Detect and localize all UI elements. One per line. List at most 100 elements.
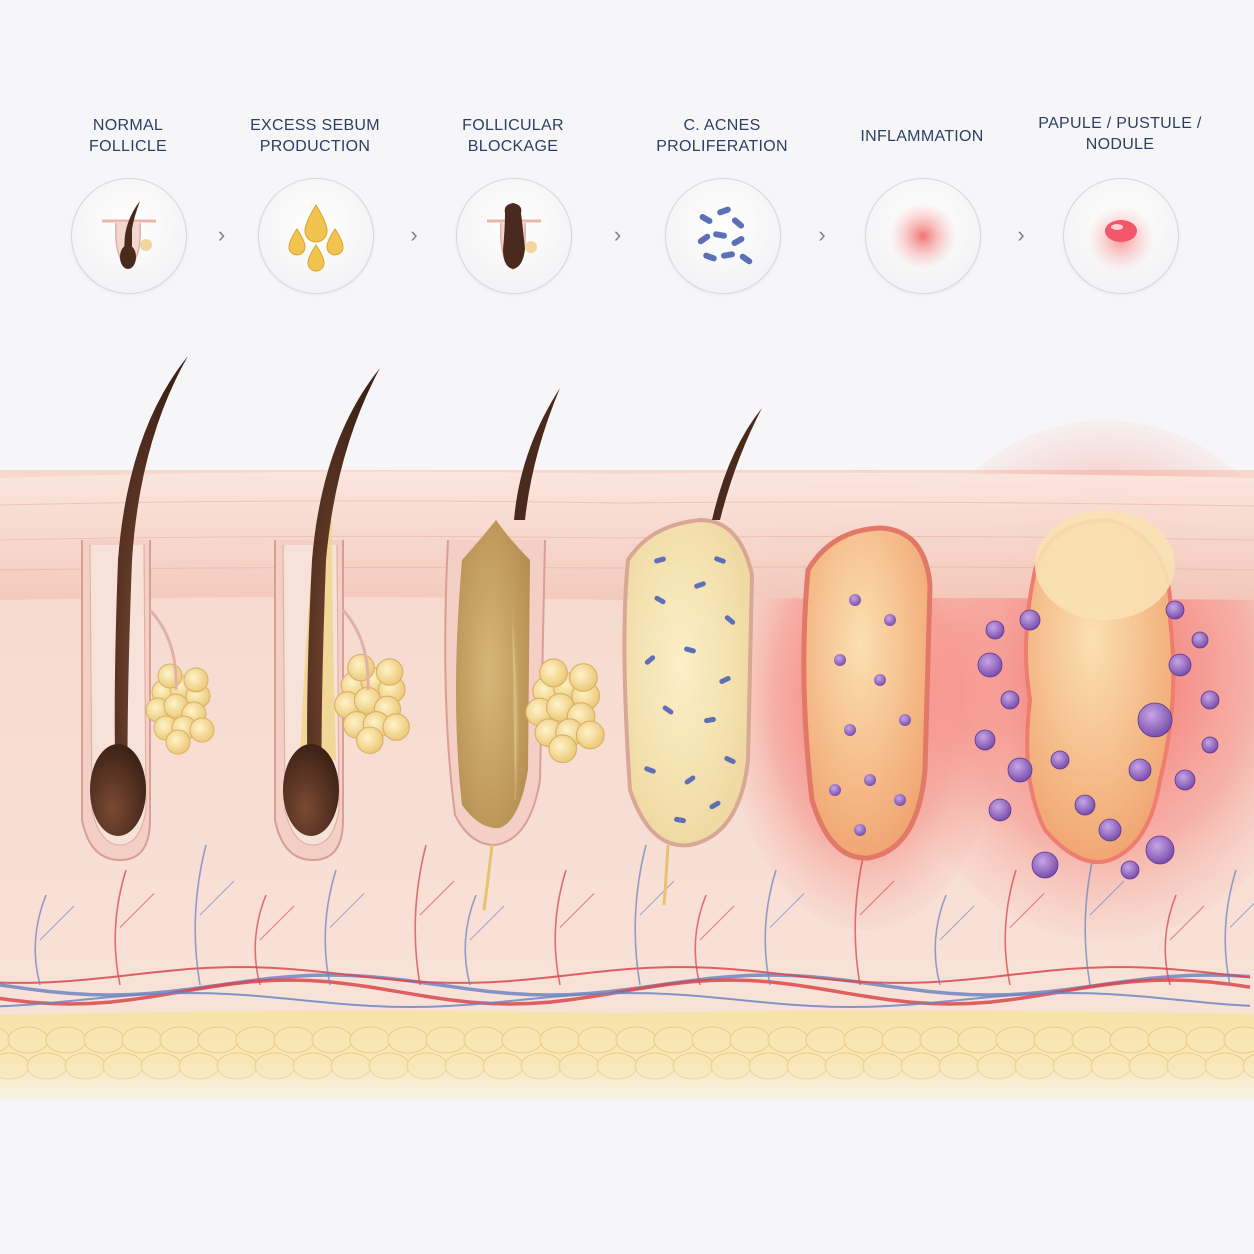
immune-cells-inside: [829, 594, 911, 836]
immune-cell: [1074, 794, 1096, 816]
blood-vessels: [0, 844, 1254, 1009]
capillary: [939, 905, 975, 941]
capillary: [854, 844, 867, 986]
immune-cell: [1200, 690, 1220, 710]
stage-label-lesion: PAPULE / PUSTULE /NODULE: [1025, 113, 1215, 155]
immune-cell: [829, 784, 841, 796]
fat-cell: [197, 1026, 239, 1054]
hair-bulb: [90, 744, 146, 836]
sebocyte: [548, 734, 578, 764]
blocked-follicle: [444, 388, 605, 911]
sebaceous-gland-enlarged: [525, 658, 605, 764]
vessel: [0, 966, 1251, 984]
sebocyte: [375, 658, 404, 686]
capillary: [199, 880, 235, 916]
fat-cell: [1071, 1026, 1113, 1054]
bacterium: [654, 595, 666, 605]
fat-cell: [577, 1026, 619, 1054]
capillary: [414, 844, 427, 986]
stage-label-line: NODULE: [1085, 136, 1155, 153]
fat-cell: [1109, 1026, 1151, 1054]
sebocyte: [183, 667, 209, 693]
sebocyte: [347, 653, 375, 682]
bacteria-cluster: [644, 556, 736, 824]
fat-cell: [273, 1026, 315, 1054]
fat-cell: [121, 1026, 163, 1054]
bacterium: [694, 581, 706, 589]
bacterium: [644, 655, 656, 665]
bacterium: [704, 716, 716, 724]
sebocyte: [189, 717, 215, 743]
immune-cell: [1128, 758, 1152, 782]
hair-shaft: [514, 388, 560, 520]
sebocyte: [575, 720, 605, 750]
hair-follicle-icon: [71, 178, 187, 294]
bacterium: [684, 646, 696, 654]
fat-cell: [387, 1026, 429, 1054]
immune-cell: [874, 674, 886, 686]
fat-cell: [463, 1026, 505, 1054]
capillary: [639, 880, 675, 916]
capillary: [254, 894, 267, 986]
stage-label-bacteria: C. ACNES PROLIFERATION: [627, 115, 817, 157]
immune-cell: [1050, 750, 1070, 770]
fat-cell: [615, 1026, 657, 1054]
fat-cell: [1185, 1026, 1227, 1054]
stage-label-line: NORMAL: [92, 117, 164, 134]
fat-cell: [425, 1026, 467, 1054]
stage-label-line: FOLLICULAR: [462, 117, 564, 134]
immune-cell: [1137, 702, 1173, 738]
capillary: [699, 905, 735, 941]
capillary: [194, 844, 207, 986]
immune-cell: [864, 774, 876, 786]
bottom-fade: [0, 1060, 1254, 1130]
excess-sebum-follicle: [274, 368, 410, 862]
stage-label-line: PRODUCTION: [259, 138, 371, 155]
capillary: [1004, 869, 1017, 986]
fat-cell: [729, 1026, 771, 1054]
bacterium: [684, 775, 696, 785]
fat-cell: [349, 1026, 391, 1054]
hair-shaft: [712, 408, 762, 520]
stage-label-inflammation: INFLAMMATION: [827, 126, 1017, 147]
immune-cell: [854, 824, 866, 836]
fat-cell: [83, 1026, 125, 1054]
capillary: [114, 869, 127, 986]
pus-dome: [1035, 510, 1175, 620]
fat-cell: [881, 1026, 923, 1054]
stage-label-line: INFLAMMATION: [860, 128, 984, 145]
immune-cell: [899, 714, 911, 726]
fat-cell: [691, 1026, 733, 1054]
immune-cell: [1000, 690, 1020, 710]
sebocyte: [165, 729, 191, 755]
immune-cell: [1031, 851, 1059, 879]
hair-bulb: [283, 744, 339, 836]
capillary: [1164, 894, 1177, 986]
vessel: [0, 991, 1251, 1009]
chevron-right-icon: ›: [613, 222, 622, 247]
stage-label-line: PROLIFERATION: [656, 138, 788, 155]
chevron-right-icon: ›: [410, 222, 418, 247]
immune-cell: [977, 652, 1003, 678]
inflamed-follicle: [801, 525, 933, 861]
bacterium: [719, 676, 731, 684]
fat-cell: [653, 1026, 695, 1054]
fat-cell: [1033, 1026, 1075, 1054]
fat-cell: [919, 1026, 961, 1054]
fat-cell: [501, 1026, 543, 1054]
fat-cell: [311, 1026, 353, 1054]
sebocyte: [157, 663, 183, 689]
capillary: [1224, 869, 1237, 986]
capillary: [39, 905, 75, 941]
immune-cell: [884, 614, 896, 626]
stage-label-line: C. ACNES: [683, 117, 761, 134]
capillary: [1009, 893, 1045, 928]
capillary: [554, 869, 567, 986]
capillary: [419, 880, 455, 916]
immune-cell: [1165, 600, 1185, 620]
immune-cells-surrounding: [974, 600, 1220, 880]
capillary: [1169, 905, 1205, 941]
bacterium: [674, 816, 686, 824]
bacterium: [724, 615, 736, 625]
